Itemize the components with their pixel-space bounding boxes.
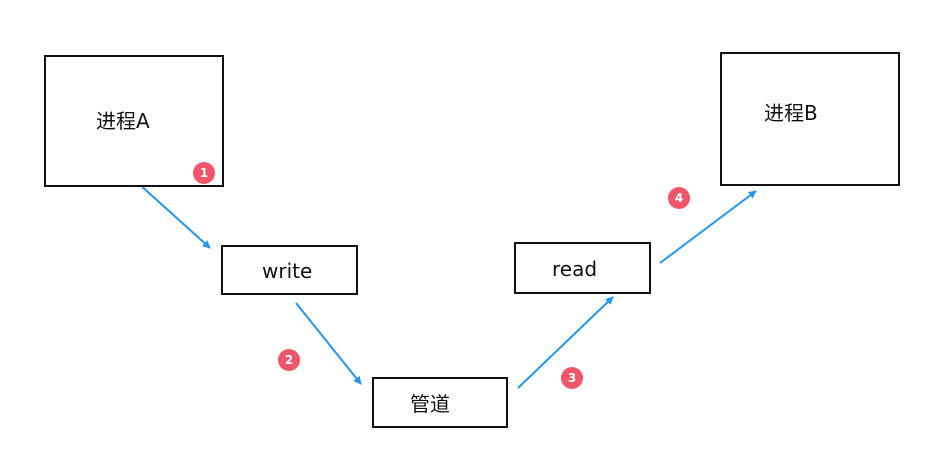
- pipe-box: 管道: [372, 377, 508, 428]
- process-b-box: 进程B: [720, 52, 900, 186]
- step-badge-1: 1: [193, 162, 215, 184]
- process-a-label: 进程A: [96, 109, 150, 133]
- step-badge-2: 2: [278, 349, 300, 371]
- arrow-write-to-pipe: [295, 302, 362, 385]
- arrow-pipe-to-read: [517, 296, 614, 389]
- pipe-label: 管道: [410, 392, 450, 416]
- write-box: write: [221, 245, 358, 295]
- write-label: write: [262, 259, 313, 283]
- step-badge-3: 3: [561, 367, 583, 389]
- process-a-box: 进程A: [44, 55, 224, 187]
- arrow-read-to-process-b: [659, 190, 757, 264]
- read-label: read: [552, 257, 598, 281]
- process-b-label: 进程B: [764, 101, 818, 125]
- read-box: read: [514, 242, 651, 294]
- step-badge-4: 4: [668, 187, 690, 209]
